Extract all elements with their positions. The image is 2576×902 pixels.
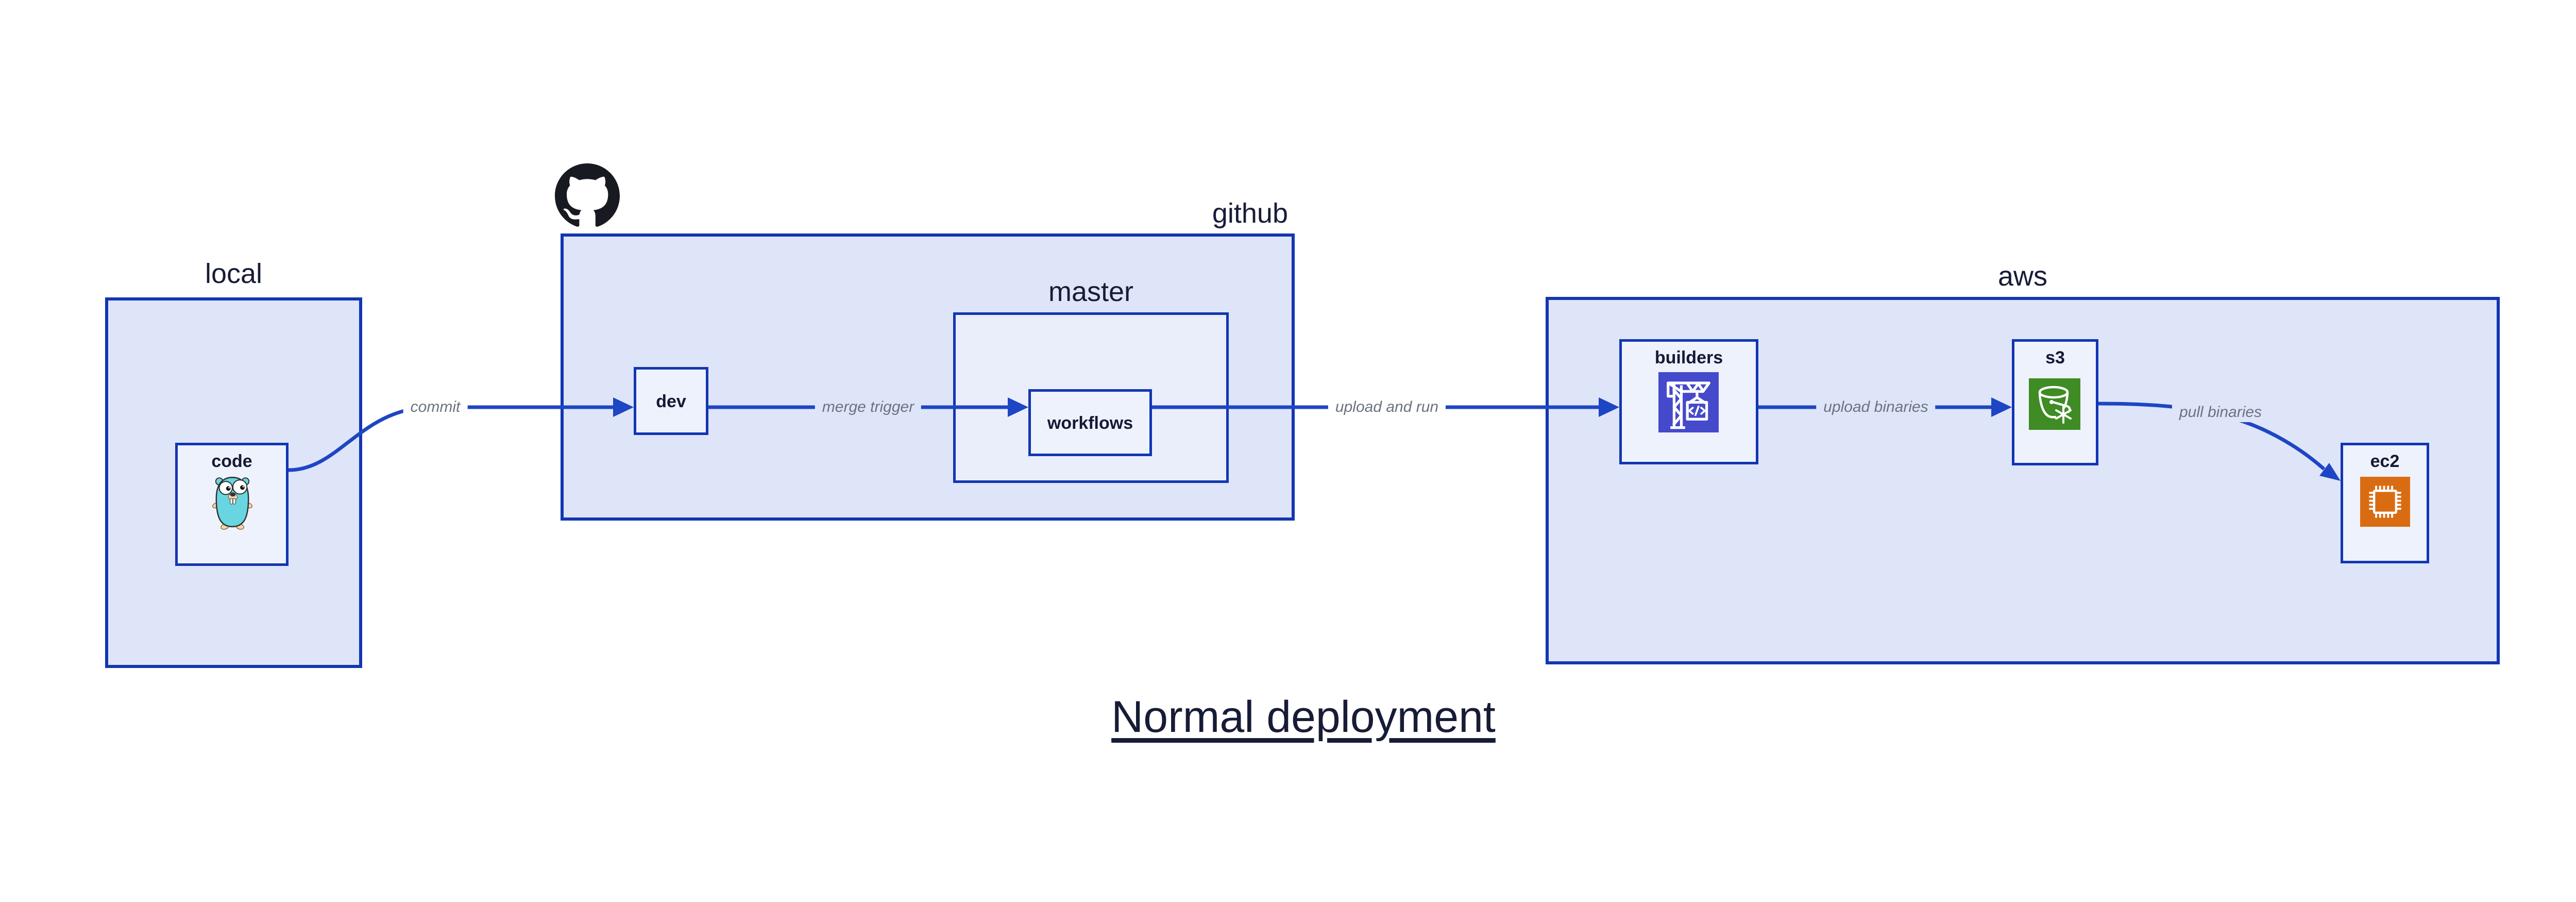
edge-merge-trigger-label: merge trigger [815, 397, 922, 417]
edge-upload-binaries-label: upload binaries [1816, 397, 1936, 417]
edge-upload-and-run-label: upload and run [1328, 397, 1446, 417]
go-gopher-icon [212, 474, 253, 530]
group-master-label: master [1048, 276, 1134, 307]
node-code-label: code [211, 452, 252, 471]
node-builders-label: builders [1654, 348, 1723, 368]
node-builders [1619, 339, 1758, 464]
node-workflows-label: workflows [1047, 413, 1133, 433]
edge-pull-binaries-label: pull binaries [2172, 403, 2269, 422]
group-local-label: local [205, 258, 263, 289]
group-github-label: github [1212, 198, 1288, 229]
node-s3 [2012, 339, 2098, 465]
github-logo-icon [555, 163, 620, 228]
ec2-chip-icon [2360, 477, 2410, 527]
node-s3-label: s3 [2045, 348, 2065, 368]
s3-bucket-icon [2029, 378, 2080, 430]
node-dev-label: dev [656, 392, 686, 411]
edge-commit-label: commit [403, 397, 468, 417]
node-workflows [1028, 389, 1152, 456]
node-dev [634, 367, 708, 435]
diagram-title: Normal deployment [1111, 692, 1496, 742]
codebuild-crane-icon [1658, 372, 1719, 432]
node-ec2-label: ec2 [2370, 452, 2400, 471]
group-aws-label: aws [1997, 261, 2048, 292]
